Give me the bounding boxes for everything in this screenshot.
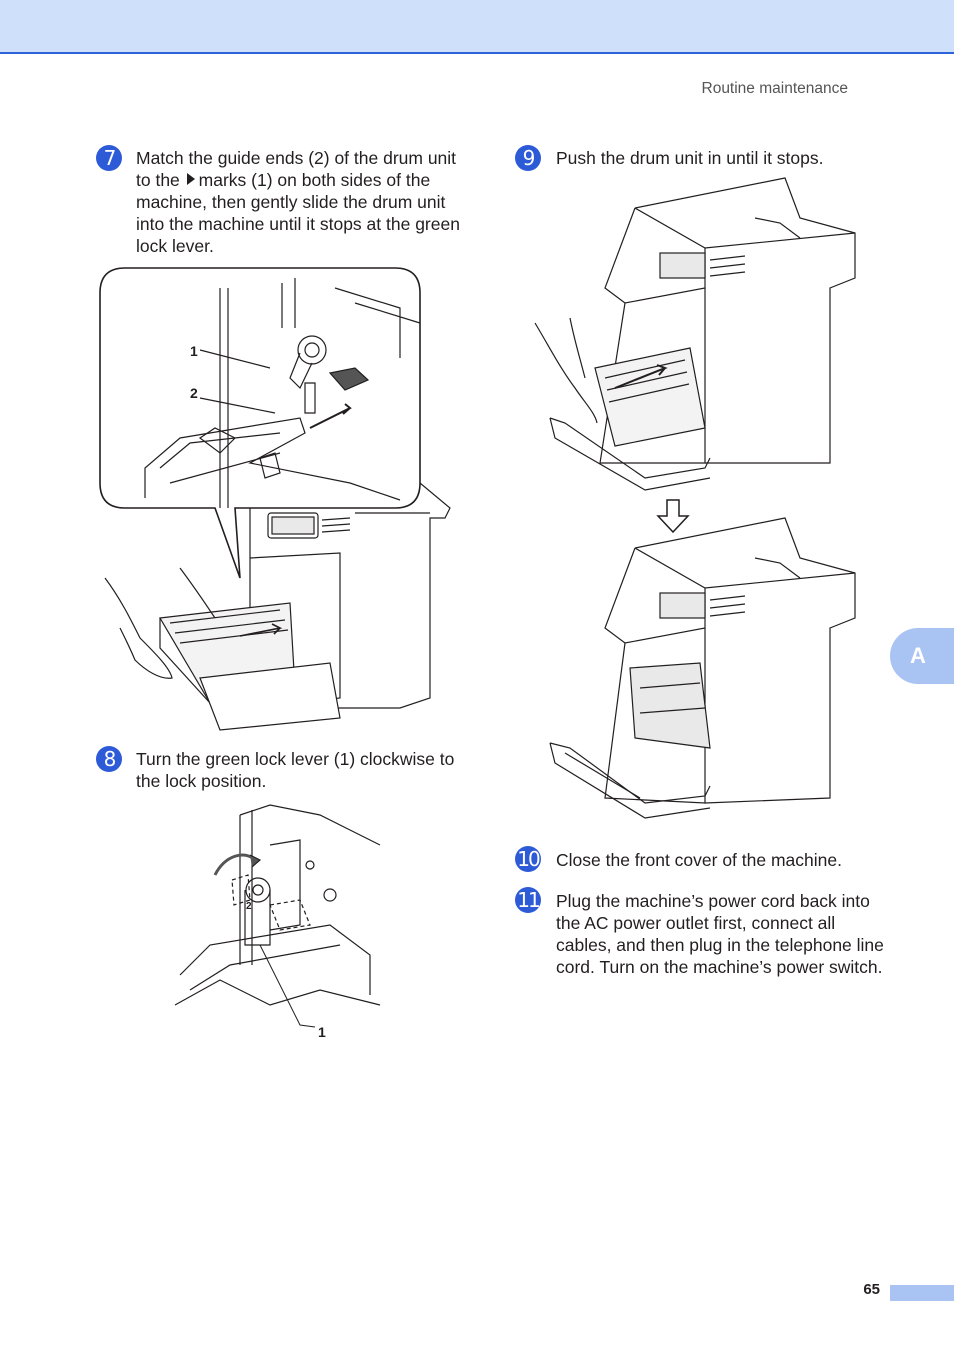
step-number-badge: 11 [515,887,541,913]
step-10-text: Close the front cover of the machine. [556,850,842,870]
appendix-tab: A [890,628,954,684]
drum-insert-illustration: 1 2 [99,267,451,731]
step-11-text: Plug the machine’s power cord back into … [556,891,884,977]
step-7-text-start: Match the guide ends (2) of the drum uni… [136,148,457,190]
step-9-text: Push the drum unit in until it stops. [556,148,824,168]
step-number-badge: 7 [96,145,122,171]
lever-marker-2: 2 [246,901,252,912]
header-band [0,0,954,54]
page-header-title: Routine maintenance [701,80,849,97]
callout-label-1: 1 [190,343,198,359]
step-number-badge: 10 [515,846,541,872]
right-triangle-icon [186,173,195,185]
lever-label-1: 1 [318,1024,326,1040]
step-number-badge: 8 [96,746,122,772]
step-8-text: Turn the green lock lever (1) clockwise … [136,749,455,791]
down-arrow-icon [656,499,690,534]
step-7-text-end: marks (1) on both sides of the machine, … [136,170,460,256]
step-7-text: Match the guide ends (2) of the drum uni… [136,147,461,257]
callout-label-2: 2 [190,385,198,401]
page-number: 65 [863,1281,880,1298]
lock-lever-illustration: 2 1 [174,804,381,1040]
page-number-bar [890,1285,954,1301]
step-number-badge: 9 [515,145,541,171]
drum-inserted-illustration [549,517,856,819]
push-drum-illustration [534,177,856,491]
